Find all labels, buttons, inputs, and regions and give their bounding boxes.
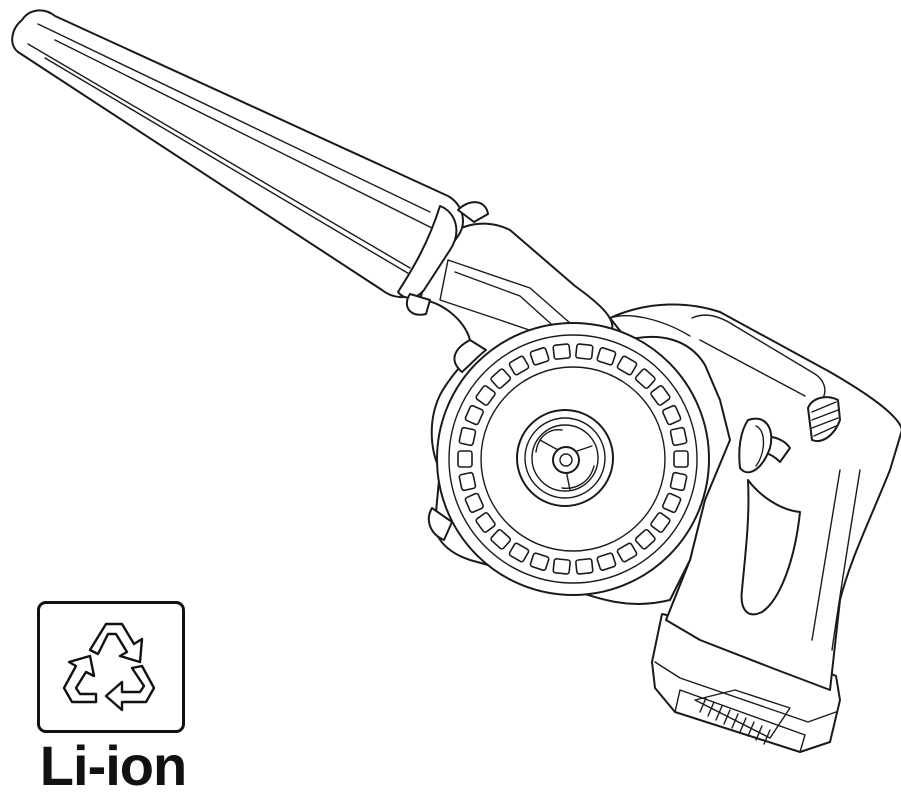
vent-fin [669, 426, 688, 447]
vent-fin [490, 528, 512, 550]
vent-fin [596, 347, 617, 366]
vent-fin [616, 355, 638, 376]
vent-fin [634, 368, 656, 390]
vent-fin [575, 343, 594, 360]
vent-fin [650, 385, 671, 406]
vent-fin [458, 471, 477, 492]
vent-fin [596, 552, 617, 571]
recycle-icon [62, 622, 156, 712]
vent-fin [475, 385, 496, 406]
vent-fin [616, 542, 638, 563]
trigger [738, 417, 791, 474]
fan-intake-cover [436, 322, 710, 596]
vent-fin [508, 542, 530, 563]
intake-vent-fins [457, 343, 689, 575]
vent-fin [552, 558, 571, 575]
battery-type-label: Li-ion [39, 734, 187, 797]
speed-dial [807, 396, 841, 442]
vent-fin [508, 355, 530, 376]
vent-fin [552, 343, 571, 360]
vent-fin [464, 404, 484, 426]
vent-fin [457, 450, 473, 468]
vent-fin [458, 426, 477, 447]
vent-fin [490, 368, 512, 390]
vent-fin [529, 347, 550, 366]
vent-fin [634, 528, 656, 550]
vent-fin [669, 471, 688, 492]
vent-fin [475, 512, 496, 533]
vent-fin [650, 512, 671, 533]
vent-fin [662, 492, 682, 514]
vent-fin [575, 558, 594, 575]
blower-nozzle [11, 9, 489, 316]
vent-fin [662, 404, 682, 426]
vent-fin [464, 492, 484, 514]
vent-fin [529, 552, 550, 571]
vent-fin [673, 450, 689, 468]
battery-vent-slots [699, 697, 771, 745]
recycle-badge [37, 601, 185, 733]
